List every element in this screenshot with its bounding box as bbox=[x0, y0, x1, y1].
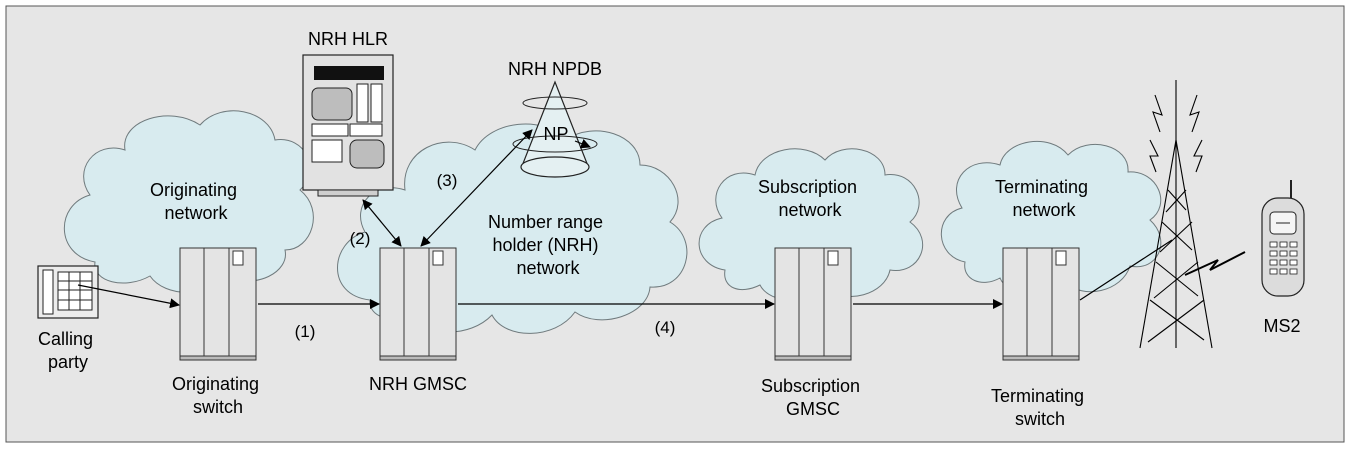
np-label: NP bbox=[543, 124, 568, 144]
nrh-network-label: Number range holder (NRH) network bbox=[488, 212, 608, 278]
nrh-gmsc-switch-icon bbox=[379, 247, 457, 361]
originating-switch-icon bbox=[179, 247, 257, 361]
step-3-label: (3) bbox=[437, 171, 458, 190]
subscription-gmsc-label: Subscription GMSC bbox=[761, 376, 865, 419]
nrh-npdb-database bbox=[512, 80, 598, 178]
step-4-label: (4) bbox=[655, 318, 676, 337]
mobile-phone-icon bbox=[1261, 180, 1305, 297]
step-1-label: (1) bbox=[295, 322, 316, 341]
nrh-hlr-label: NRH HLR bbox=[308, 29, 388, 49]
step-2-arrow bbox=[362, 199, 402, 247]
ms2-label: MS2 bbox=[1263, 316, 1300, 336]
subscription-gmsc-switch-icon bbox=[774, 247, 852, 361]
radio-tower-icon bbox=[1139, 80, 1213, 349]
calling-party-label: Calling party bbox=[38, 329, 98, 372]
nrh-npdb-label: NRH NPDB bbox=[508, 59, 602, 79]
step-3-arrow bbox=[420, 129, 533, 247]
step-2-label: (2) bbox=[350, 229, 371, 248]
nrh-gmsc-label: NRH GMSC bbox=[369, 374, 467, 394]
originating-network-label: Originating network bbox=[150, 180, 242, 223]
originating-switch-label: Originating switch bbox=[172, 374, 264, 417]
wireless-link-icon bbox=[1184, 251, 1246, 276]
terminating-switch-label: Terminating switch bbox=[991, 386, 1089, 429]
terminating-network-label: Terminating network bbox=[995, 177, 1093, 220]
nrh-hlr-cabinet bbox=[302, 54, 394, 197]
phone-to-originating-switch-arrow bbox=[77, 284, 180, 309]
telephone-icon bbox=[37, 265, 99, 319]
terminating-switch-icon bbox=[1002, 247, 1080, 361]
switch-to-tower-link bbox=[1079, 239, 1173, 301]
subscription-network-label: Subscription network bbox=[758, 177, 862, 220]
